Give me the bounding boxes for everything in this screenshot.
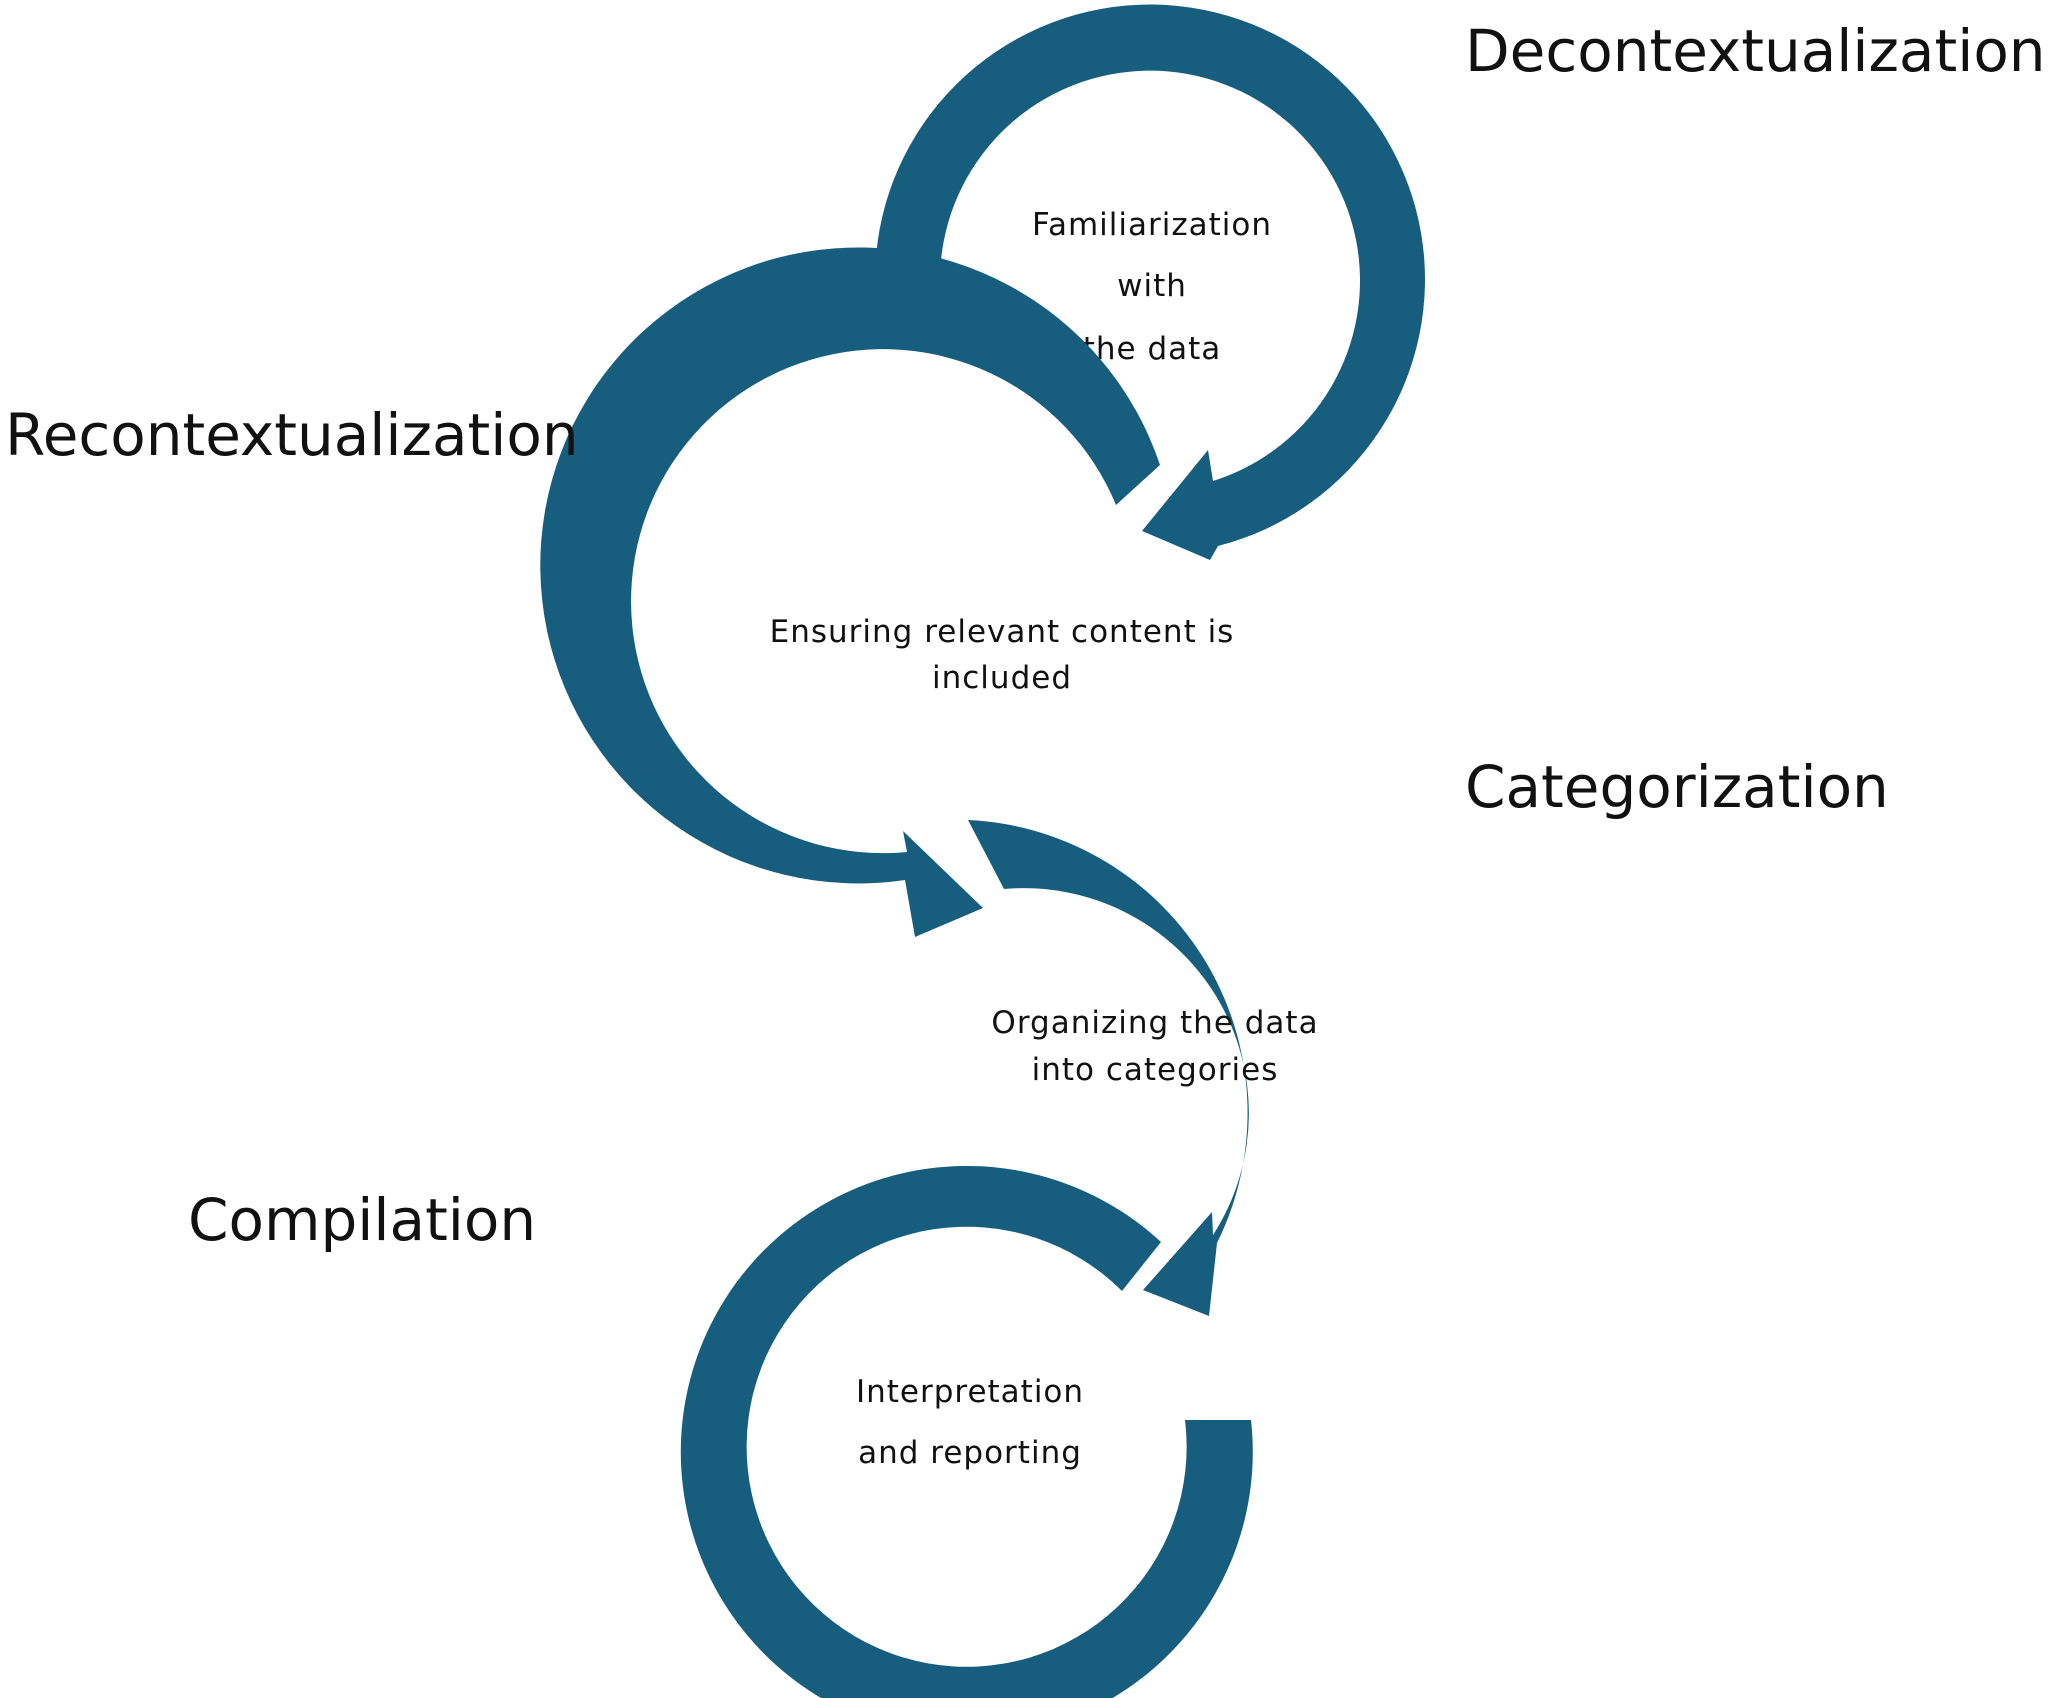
- step-text-with: with: [1117, 268, 1187, 304]
- step-text-interpretation: Interpretation: [856, 1374, 1084, 1410]
- stage-compilation: Interpretation and reporting: [680, 1165, 1253, 1698]
- step-text-familiarization: Familiarization: [1032, 207, 1272, 243]
- step-text-ensuring-relevant-content: Ensuring relevant content is: [770, 614, 1235, 650]
- recontextualization-arc-arrow: [540, 247, 1160, 938]
- step-text-the-data: the data: [1083, 331, 1222, 367]
- stage-title-compilation: Compilation: [188, 1186, 536, 1254]
- compilation-arc: [680, 1165, 1253, 1698]
- categorization-arc-arrow: [968, 820, 1249, 1316]
- step-text-into-categories: into categories: [1032, 1052, 1279, 1088]
- stage-decontextualization: Familiarization with the data: [874, 4, 1425, 561]
- step-text-included: included: [932, 660, 1072, 696]
- stage-title-recontextualization: Recontextualization: [5, 401, 579, 469]
- step-text-organizing-the-data: Organizing the data: [991, 1005, 1318, 1041]
- step-text-and-reporting: and reporting: [858, 1435, 1082, 1471]
- stage-categorization: Organizing the data into categories: [968, 820, 1318, 1316]
- stage-recontextualization: Ensuring relevant content is included: [540, 247, 1235, 938]
- stage-title-categorization: Categorization: [1465, 753, 1889, 821]
- stage-title-decontextualization: Decontextualization: [1465, 17, 2046, 85]
